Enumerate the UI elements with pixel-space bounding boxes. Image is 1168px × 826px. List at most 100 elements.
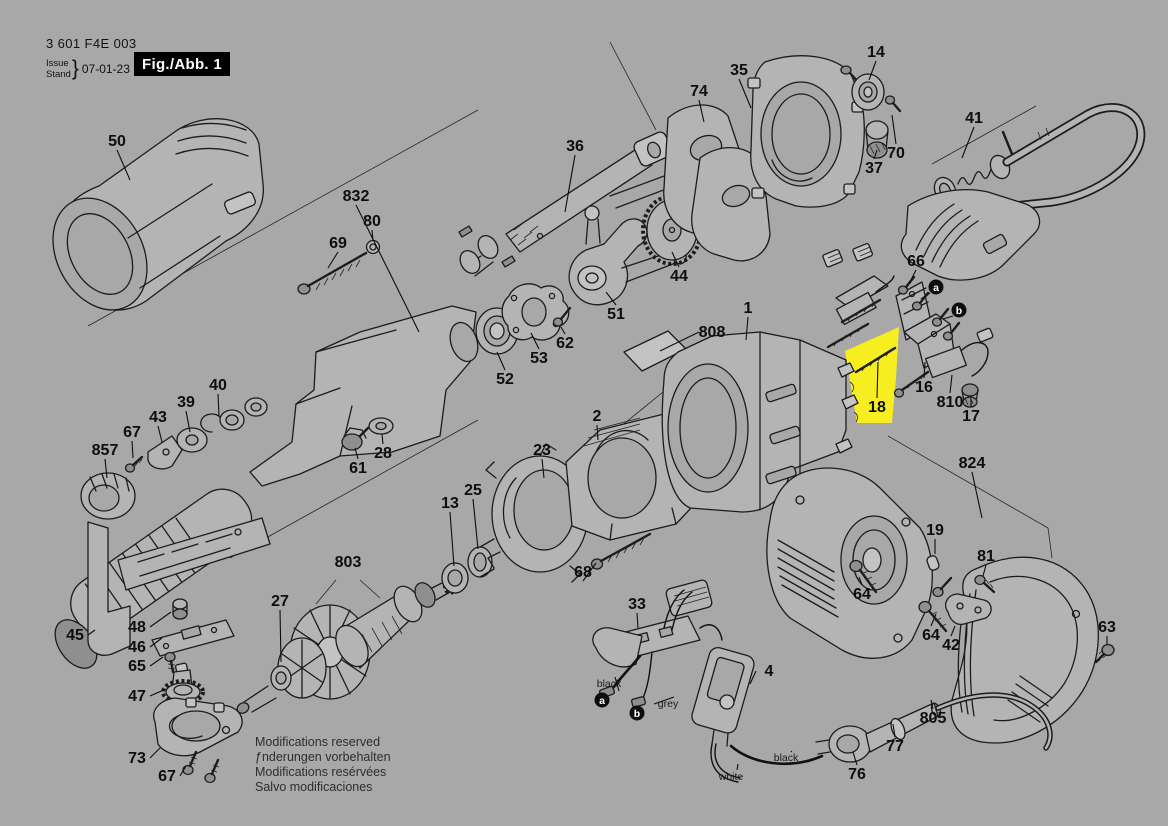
part-callout-805[interactable]: 805 xyxy=(920,710,947,727)
part-callout-73[interactable]: 73 xyxy=(128,750,146,767)
part-callout-824[interactable]: 824 xyxy=(959,455,986,472)
part-callout-41[interactable]: 41 xyxy=(965,110,983,127)
part-callout-23[interactable]: 23 xyxy=(533,442,551,459)
part-callout-18[interactable]: 18 xyxy=(868,399,886,416)
part-callout-36[interactable]: 36 xyxy=(566,138,584,155)
part-callout-1[interactable]: 1 xyxy=(744,300,753,317)
part-18-spring-rod xyxy=(856,348,928,397)
leader-line xyxy=(893,724,895,737)
leader-line xyxy=(218,394,219,416)
leader-line xyxy=(924,362,925,378)
part-callout-810[interactable]: 810 xyxy=(937,394,964,411)
leader-line xyxy=(931,614,936,626)
part-field-housing-half xyxy=(767,468,932,658)
part-callout-61[interactable]: 61 xyxy=(349,460,367,477)
leader-line xyxy=(637,613,638,628)
leader-line xyxy=(280,610,281,662)
leader-line xyxy=(874,150,877,159)
part-63-screw xyxy=(1096,645,1114,663)
part-callout-39[interactable]: 39 xyxy=(177,394,195,411)
part-callout-81[interactable]: 81 xyxy=(977,548,995,565)
part-callout-80[interactable]: 80 xyxy=(363,213,381,230)
leader-line xyxy=(962,127,974,158)
part-callout-13[interactable]: 13 xyxy=(441,495,459,512)
part-callout-2[interactable]: 2 xyxy=(593,408,602,425)
part-callout-68[interactable]: 68 xyxy=(574,564,592,581)
part-callout-63[interactable]: 63 xyxy=(1098,619,1116,636)
leader-line xyxy=(565,155,575,212)
part-callout-14[interactable]: 14 xyxy=(867,44,885,61)
part-callout-43[interactable]: 43 xyxy=(149,409,167,426)
notice-line: Modifications reserved xyxy=(255,735,381,749)
part-callout-48[interactable]: 48 xyxy=(128,619,146,636)
part-callout-74[interactable]: 74 xyxy=(690,83,708,100)
part-17-cap xyxy=(962,384,978,407)
part-callout-47[interactable]: 47 xyxy=(128,688,146,705)
leader-line xyxy=(583,563,596,581)
wire-color-label: black xyxy=(774,752,799,764)
part-callout-67[interactable]: 67 xyxy=(123,424,141,441)
part-callout-44[interactable]: 44 xyxy=(670,268,688,285)
part-callout-64[interactable]: 64 xyxy=(853,586,871,603)
part-callout-40[interactable]: 40 xyxy=(209,377,227,394)
part-callout-4[interactable]: 4 xyxy=(765,663,774,680)
leader-line xyxy=(746,317,748,340)
leader-line xyxy=(931,700,933,709)
part-61-bolt xyxy=(342,428,368,450)
part-callout-62[interactable]: 62 xyxy=(556,335,574,352)
leader-line xyxy=(737,764,738,770)
part-callout-77[interactable]: 77 xyxy=(886,738,904,755)
part-824-handle-cover xyxy=(951,557,1098,743)
part-callout-857[interactable]: 857 xyxy=(92,442,119,459)
leader-line xyxy=(158,426,162,442)
part-callout-33[interactable]: 33 xyxy=(628,596,646,613)
part-4-switch xyxy=(690,645,822,782)
part-64-screw-b xyxy=(919,602,946,632)
part-callout-25[interactable]: 25 xyxy=(464,482,482,499)
variant-marker-letter: a xyxy=(599,695,605,707)
part-callout-17[interactable]: 17 xyxy=(962,408,980,425)
part-callout-70[interactable]: 70 xyxy=(887,145,905,162)
part-callout-52[interactable]: 52 xyxy=(496,371,514,388)
leader-line xyxy=(921,293,930,299)
part-brush-springs xyxy=(828,300,880,347)
leader-line xyxy=(983,565,986,576)
part-callout-803[interactable]: 803 xyxy=(335,554,362,571)
part-46-plate xyxy=(152,620,234,656)
part-callout-27[interactable]: 27 xyxy=(271,593,289,610)
part-callout-46[interactable]: 46 xyxy=(128,639,146,656)
part-callout-65[interactable]: 65 xyxy=(128,658,146,675)
part-callout-28[interactable]: 28 xyxy=(374,445,392,462)
leader-line xyxy=(328,252,338,268)
part-callout-51[interactable]: 51 xyxy=(607,306,625,323)
part-callout-64[interactable]: 64 xyxy=(922,627,940,644)
part-callout-42[interactable]: 42 xyxy=(942,637,960,654)
part-callout-19[interactable]: 19 xyxy=(926,522,944,539)
leader-line xyxy=(615,677,619,691)
part-18-highlight[interactable] xyxy=(845,327,899,423)
part-13-bearing xyxy=(442,563,468,593)
part-callout-832[interactable]: 832 xyxy=(343,188,370,205)
part-callout-35[interactable]: 35 xyxy=(730,62,748,79)
leader-line xyxy=(497,352,505,370)
part-37-sleeve xyxy=(866,121,888,158)
leader-line xyxy=(561,327,565,334)
leader-line xyxy=(186,411,190,432)
part-callout-66[interactable]: 66 xyxy=(907,253,925,270)
leader-line xyxy=(132,441,133,458)
part-callout-45[interactable]: 45 xyxy=(66,627,84,644)
leader-line xyxy=(859,577,862,585)
part-callout-808[interactable]: 808 xyxy=(699,324,726,341)
issue-stand-labels: Issue Stand xyxy=(46,58,71,80)
part-41-wrench-group xyxy=(930,108,1140,207)
part-callout-16[interactable]: 16 xyxy=(915,379,933,396)
part-callout-50[interactable]: 50 xyxy=(108,133,126,150)
part-805-cable xyxy=(938,695,1050,748)
part-callout-69[interactable]: 69 xyxy=(329,235,347,252)
part-callout-53[interactable]: 53 xyxy=(530,350,548,367)
part-callout-37[interactable]: 37 xyxy=(865,160,883,177)
part-53-flange xyxy=(502,284,569,340)
part-callout-76[interactable]: 76 xyxy=(848,766,866,783)
part-callout-67[interactable]: 67 xyxy=(158,768,176,785)
part-81-screw xyxy=(975,576,994,593)
